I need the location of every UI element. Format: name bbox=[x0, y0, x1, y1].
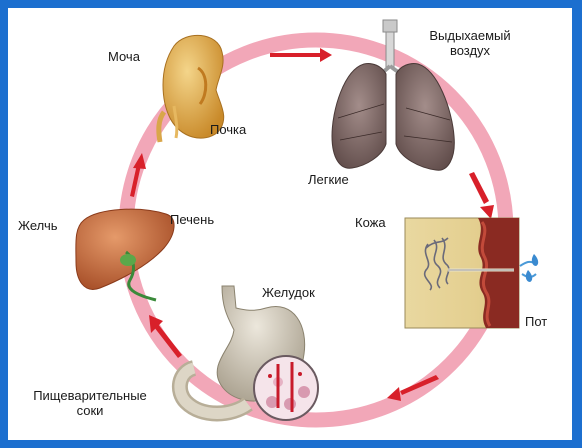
label-stomach: Желудок bbox=[262, 285, 315, 300]
label-exhaled-air: Выдыхаемый воздух bbox=[424, 28, 516, 58]
excretion-cycle-diagram bbox=[8, 8, 572, 440]
diagram-frame: Моча Почка Выдыхаемый воздух Легкие Кожа… bbox=[8, 8, 572, 440]
liver-illustration bbox=[76, 209, 174, 300]
sweat-drops bbox=[526, 254, 538, 282]
label-digestive-juices-line2: соки bbox=[32, 403, 148, 418]
stomach-tissue-magnifier bbox=[254, 356, 318, 420]
label-bile: Желчь bbox=[18, 218, 58, 233]
flow-arrow-right bbox=[469, 172, 494, 219]
label-sweat: Пот bbox=[525, 314, 547, 329]
label-digestive-juices-line1: Пищеварительные bbox=[32, 388, 148, 403]
skin-illustration bbox=[405, 218, 536, 328]
label-lungs: Легкие bbox=[308, 172, 349, 187]
label-exhaled-air-line1: Выдыхаемый bbox=[424, 28, 516, 43]
label-exhaled-air-line2: воздух bbox=[424, 43, 516, 58]
label-skin: Кожа bbox=[355, 215, 386, 230]
label-urine: Моча bbox=[108, 49, 140, 64]
label-kidney: Почка bbox=[210, 122, 246, 137]
label-digestive-juices: Пищеварительные соки bbox=[32, 388, 148, 418]
label-liver: Печень bbox=[170, 212, 214, 227]
